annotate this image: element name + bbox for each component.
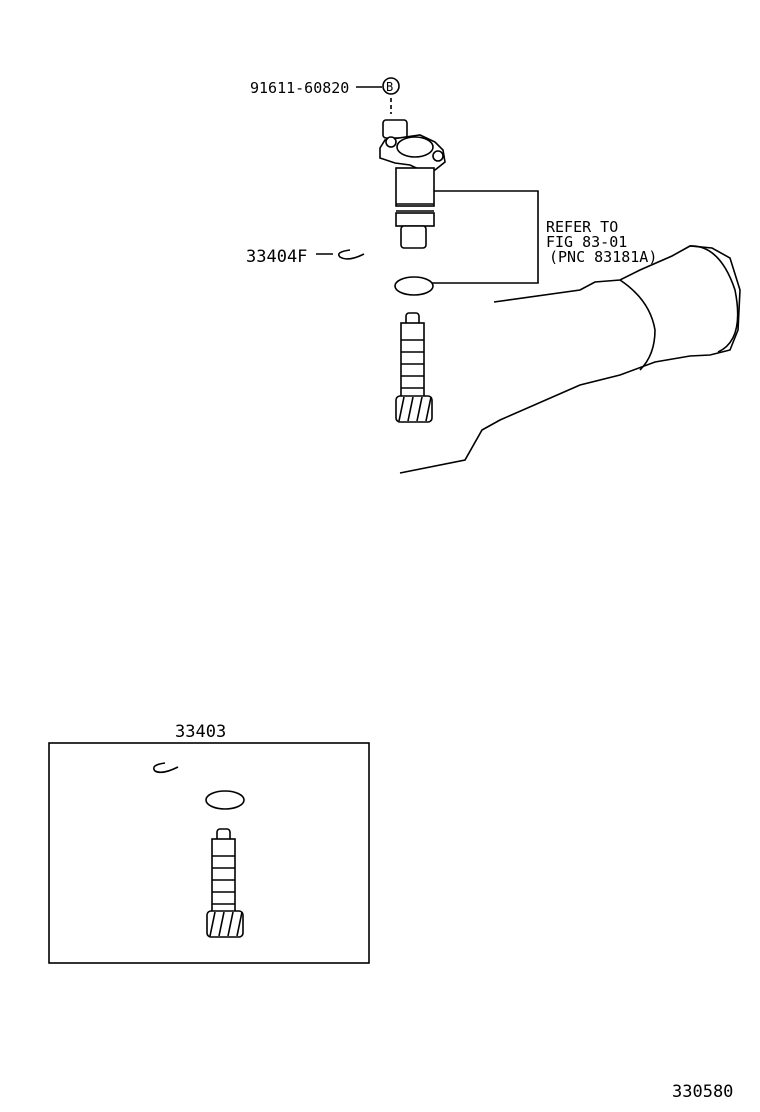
clip-icon [337,249,365,260]
kit-o-ring [205,790,245,810]
kit-box [48,742,370,964]
driven-gear[interactable] [395,312,433,423]
svg-text:B: B [386,80,393,94]
kit-part-number[interactable]: 33403 [175,722,226,742]
clip-part-number[interactable]: 33404F [246,247,307,267]
kit-driven-gear [206,828,244,938]
refer-text-line3[interactable]: (PNC 83181A) [549,248,657,266]
refer-text-line2[interactable]: FIG 83-01 [546,233,627,251]
refer-text-line1[interactable]: REFER TO [546,218,618,236]
figure-id: 330580 [672,1082,733,1102]
transmission-housing [399,245,741,474]
o-ring[interactable] [394,276,434,296]
bolt-part-number[interactable]: 91611-60820 [250,79,349,97]
bolt-marker-icon: B [382,77,400,95]
refer-bracket-line [432,190,539,284]
speed-sensor[interactable] [379,119,446,249]
kit-clip-icon [152,762,179,774]
